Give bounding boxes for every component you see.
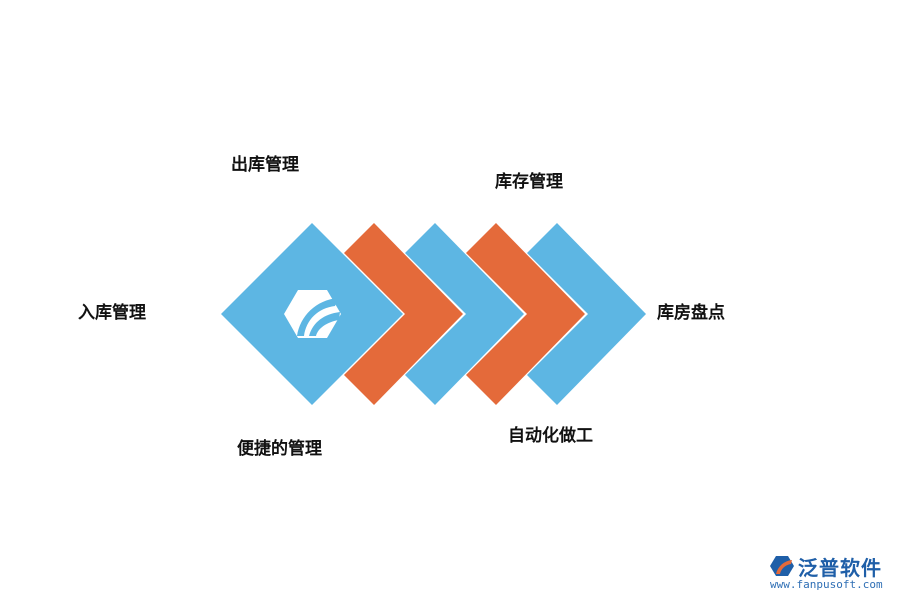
- label-warehouse-stocktaking: 库房盘点: [657, 303, 725, 323]
- watermark-brand-name: 泛普软件: [798, 556, 882, 580]
- watermark-url: www.fanpusoft.com: [770, 578, 883, 591]
- label-convenient-management: 便捷的管理: [237, 439, 322, 459]
- brand-mark-icon: [770, 556, 794, 576]
- label-outbound-management: 出库管理: [231, 155, 299, 175]
- watermark-logo: 泛普软件 www.fanpusoft.com: [768, 552, 893, 596]
- label-automation: 自动化做工: [508, 426, 593, 446]
- chevron-blue-2: [527, 223, 646, 405]
- label-inbound-management: 入库管理: [78, 303, 146, 323]
- label-inventory-management: 库存管理: [495, 172, 563, 192]
- chevron-orange-2: [466, 223, 585, 405]
- chevron-blue-1: [405, 223, 524, 405]
- chevron-orange-1: [344, 223, 463, 405]
- hexagon-logo-icon: [284, 290, 341, 338]
